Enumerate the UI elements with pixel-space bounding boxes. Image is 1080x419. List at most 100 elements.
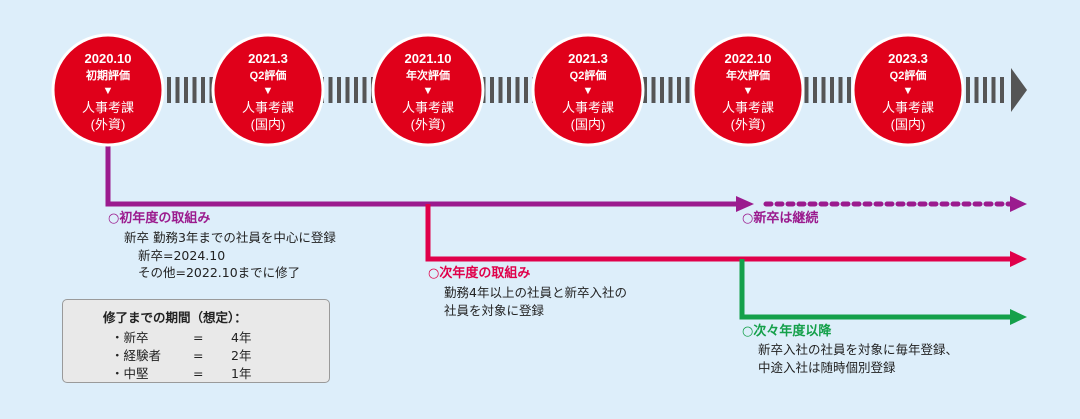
first-year-note: ○初年度の取組み 新卒 勤務3年までの社員を中心に登録 新卒=2024.10 そ… <box>108 210 336 280</box>
second-year-line: 勤務4年以上の社員と新卒入社の <box>444 285 627 300</box>
timeline-dash <box>813 77 817 103</box>
timeline-dash <box>524 77 528 103</box>
timeline-dash <box>643 77 647 103</box>
milestone-arrow: ▼ <box>263 85 274 97</box>
milestone-type: Q2評価 <box>890 68 927 82</box>
timeline-dash <box>966 77 970 103</box>
milestone-circle <box>51 33 165 147</box>
period-value: 4年 <box>231 330 252 345</box>
milestone-scope: (国内) <box>251 117 286 132</box>
milestone-circle <box>371 33 485 147</box>
timeline-dash <box>167 77 171 103</box>
timeline-dash <box>498 77 503 103</box>
milestone-dept: 人事考課 <box>242 100 294 115</box>
period-row: ・新卒=4年 <box>111 327 251 346</box>
completion-period-title: 修了までの期間（想定）： <box>103 310 247 325</box>
timeline-dash <box>651 77 656 103</box>
milestone-date: 2021.3 <box>568 51 608 66</box>
timeline-dash <box>821 77 826 103</box>
completion-period-box: 修了までの期間（想定）： ・新卒=4年 ・経験者=2年 ・中堅=1年 <box>62 299 330 383</box>
milestone-dept: 人事考課 <box>402 100 454 115</box>
milestone-scope: (外資) <box>411 117 446 132</box>
milestone-dept: 人事考課 <box>882 100 934 115</box>
milestone-arrow: ▼ <box>583 85 594 97</box>
first-year-title: ○初年度の取組み <box>108 210 210 226</box>
milestone-3: 2021.10 年次評価 ▼ 人事考課 (外資) <box>371 33 485 147</box>
milestone-date: 2022.10 <box>725 51 772 66</box>
second-year-note: ○次年度の取組み 勤務4年以上の社員と新卒入社の 社員を対象に登録 <box>428 265 627 318</box>
milestone-scope: (外資) <box>731 117 766 132</box>
first-year-flow <box>105 140 1027 212</box>
milestone-type: Q2評価 <box>250 68 287 82</box>
third-year-title: ○次々年度以降 <box>742 323 832 339</box>
period-eq: = <box>193 330 204 345</box>
milestone-date: 2023.3 <box>888 51 928 66</box>
third-year-flow <box>739 259 1027 325</box>
milestone-arrow: ▼ <box>423 85 434 97</box>
first-year-line: 新卒 勤務3年までの社員を中心に登録 <box>124 230 336 245</box>
timeline-dash <box>192 77 197 103</box>
milestone-type: 年次評価 <box>406 68 450 82</box>
period-label: ・中堅 <box>111 366 149 381</box>
timeline-dash <box>668 77 673 103</box>
milestone-arrow: ▼ <box>103 85 114 97</box>
milestone-circle <box>691 33 805 147</box>
period-label: ・経験者 <box>111 348 162 363</box>
milestone-type: 年次評価 <box>726 68 770 82</box>
period-row: ・経験者 = 2年 <box>111 345 251 364</box>
period-row: ・中堅=1年 <box>111 363 251 382</box>
milestone-circle <box>211 33 325 147</box>
milestone-type: Q2評価 <box>570 68 607 82</box>
period-value: 2年 <box>231 348 252 363</box>
timeline-dash <box>184 77 188 103</box>
first-year-line: 新卒=2024.10 <box>138 248 225 263</box>
timeline-dash <box>507 77 511 103</box>
timeline-dash <box>830 77 834 103</box>
milestone-circle <box>851 33 965 147</box>
milestone-circle <box>531 33 645 147</box>
timeline-dash <box>838 77 843 103</box>
period-eq: = <box>193 348 204 363</box>
milestone-date: 2021.10 <box>405 51 452 66</box>
timeline-dash <box>328 77 333 103</box>
milestone-arrow: ▼ <box>903 85 914 97</box>
timeline-dash <box>337 77 341 103</box>
milestone-dept: 人事考課 <box>722 100 774 115</box>
timeline-dash <box>685 77 690 103</box>
milestone-scope: (外資) <box>91 117 126 132</box>
timeline-dash <box>362 77 367 103</box>
milestone-arrow: ▼ <box>743 85 754 97</box>
timeline-dash <box>354 77 358 103</box>
timeline-dash <box>983 77 987 103</box>
milestone-type: 初期評価 <box>86 68 130 82</box>
milestone-scope: (国内) <box>571 117 606 132</box>
third-year-line: 新卒入社の社員を対象に毎年登録、 <box>758 342 958 357</box>
timeline-dash <box>175 77 180 103</box>
second-year-flow <box>425 204 1027 267</box>
timeline-dash <box>490 77 494 103</box>
milestone-date: 2021.3 <box>248 51 288 66</box>
milestone-date: 2020.10 <box>85 51 132 66</box>
third-year-line: 中途入社は随時個別登録 <box>758 360 896 375</box>
timeline-dash <box>515 77 520 103</box>
milestone-1: 2020.10 初期評価 ▼ 人事考課 (外資) <box>51 33 165 147</box>
timeline-arrowhead <box>1011 68 1027 112</box>
timeline-dash <box>804 77 809 103</box>
timeline-dash <box>345 77 350 103</box>
first-year-line: その他=2022.10までに修了 <box>138 265 300 280</box>
milestone-scope: (国内) <box>891 117 926 132</box>
milestone-5: 2022.10 年次評価 ▼ 人事考課 (外資) <box>691 33 805 147</box>
timeline-dash <box>201 77 205 103</box>
second-year-title: ○次年度の取組み <box>428 265 530 281</box>
new-grad-continue: ○新卒は継続 <box>742 210 818 226</box>
milestone-dept: 人事考課 <box>82 100 134 115</box>
timeline-dash <box>660 77 664 103</box>
second-year-line: 社員を対象に登録 <box>444 303 545 318</box>
milestone-dept: 人事考課 <box>562 100 614 115</box>
timeline-dash <box>974 77 979 103</box>
timeline-dash <box>677 77 681 103</box>
